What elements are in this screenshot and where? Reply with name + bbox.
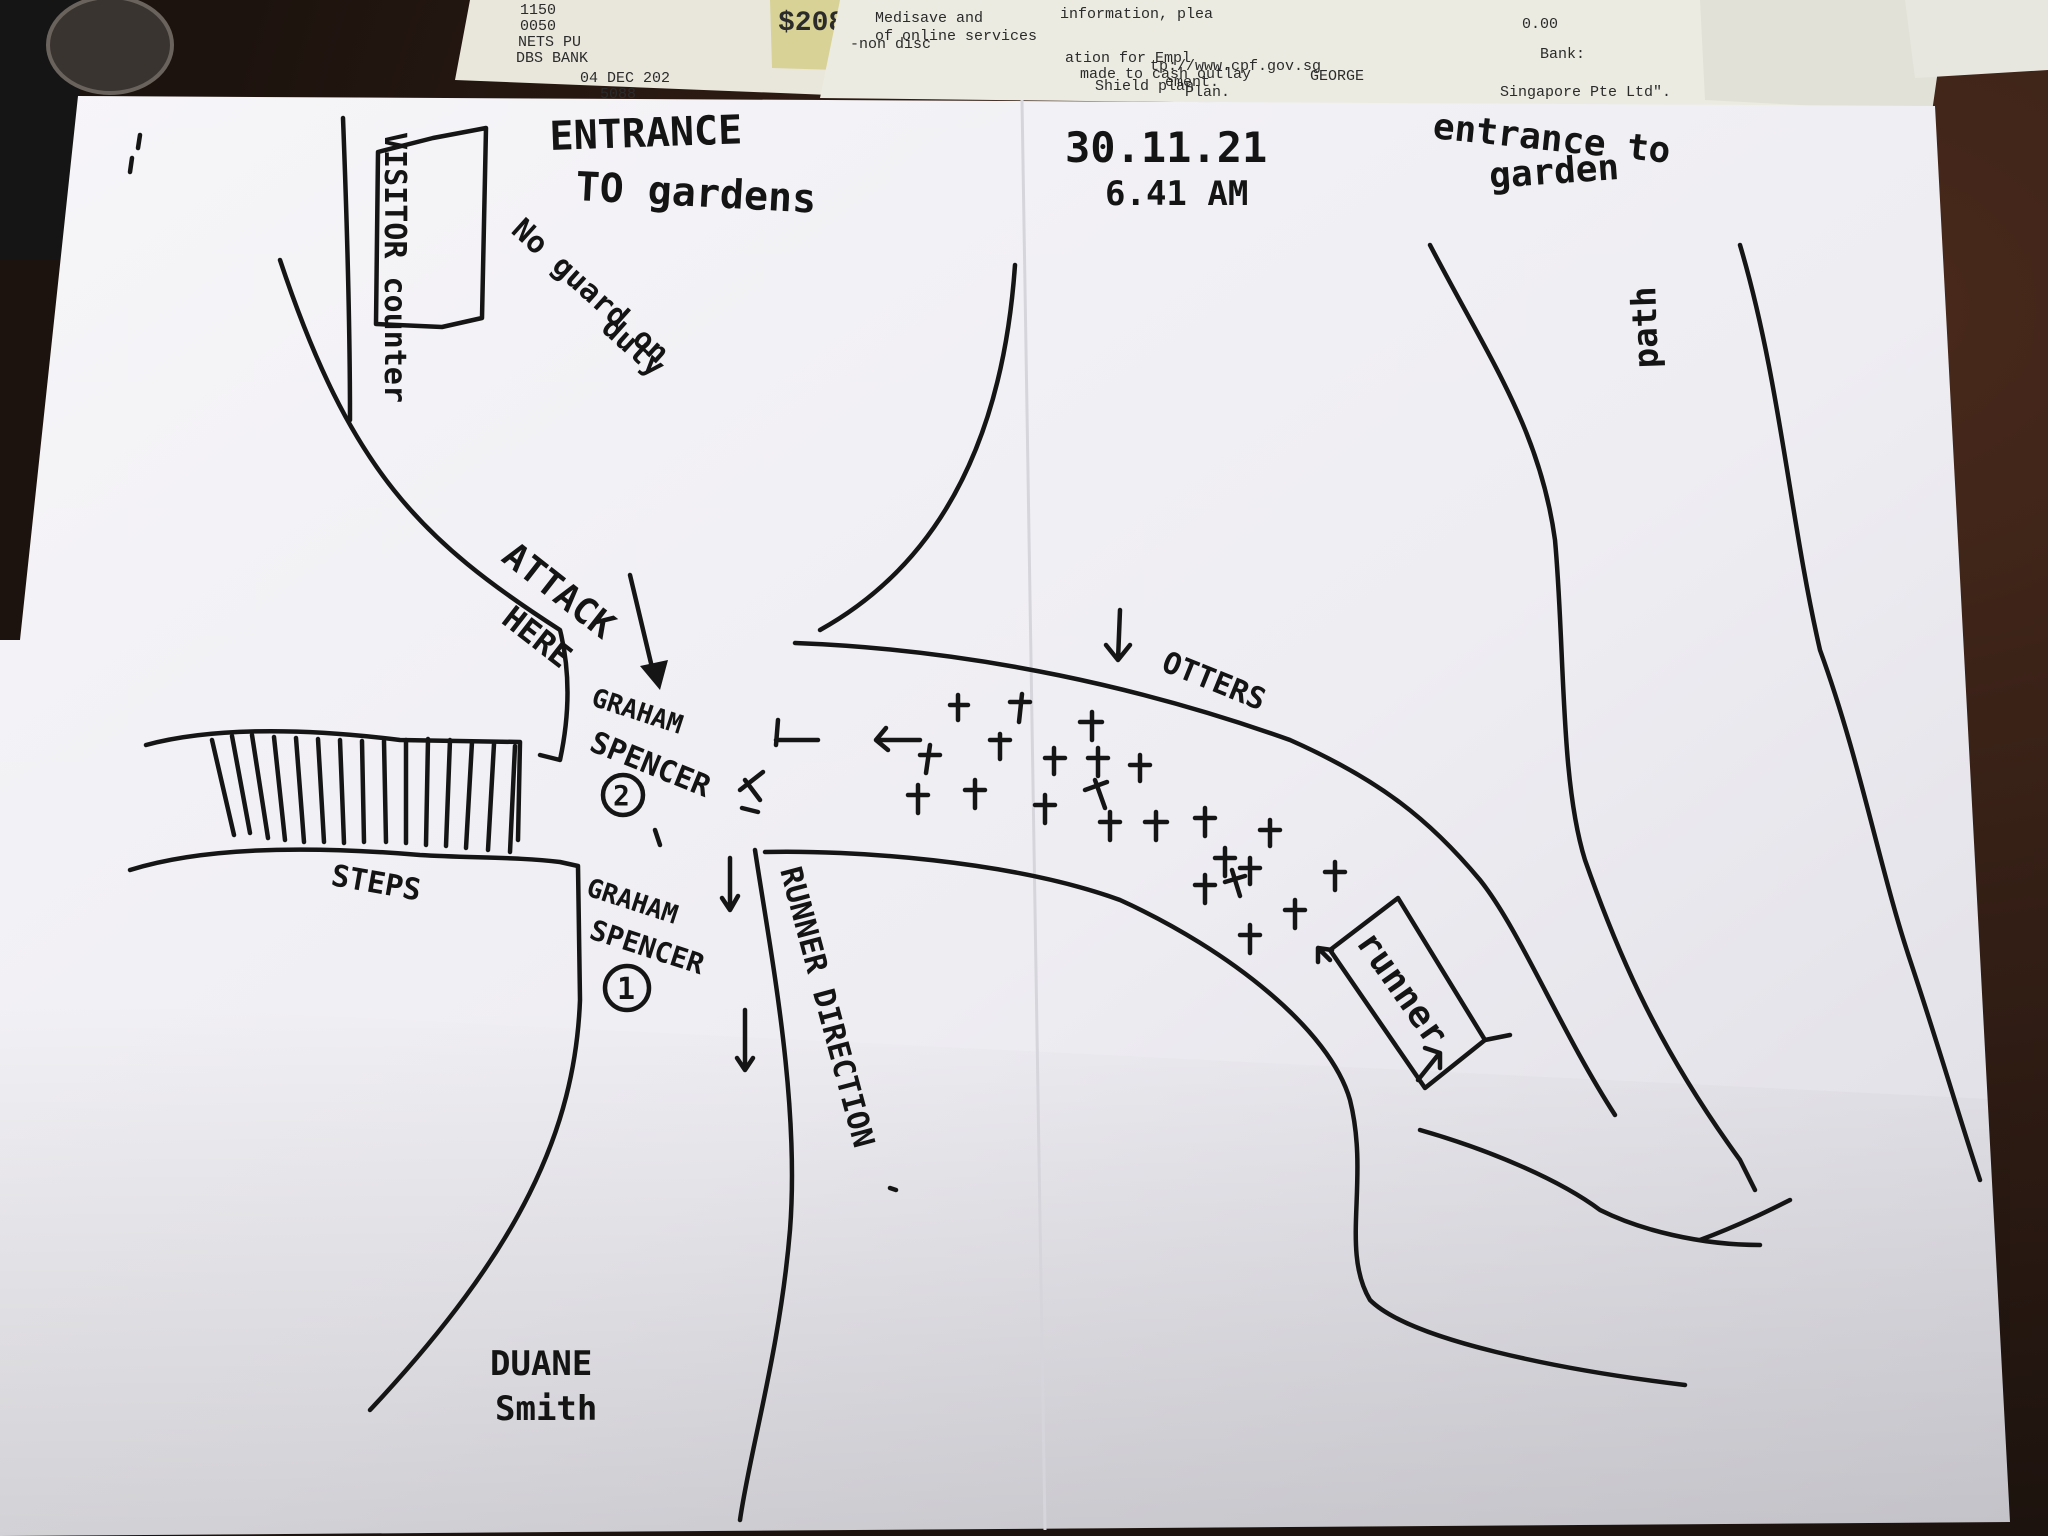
road-edge (737, 847, 795, 1523)
graham-2-number: 2 (613, 779, 630, 812)
time-label: 6.41 AM (1105, 174, 1248, 214)
duane-smith-line1: DUANE (490, 1344, 592, 1384)
path-edge-left-top (340, 115, 353, 423)
receipt-line: 04 DEC 202 (580, 70, 670, 87)
direction-arrow (719, 855, 741, 913)
direction-arrow (737, 769, 766, 815)
receipt-line: Plan. (1185, 84, 1230, 101)
path-edge (277, 257, 570, 763)
visitor-counter-box (373, 125, 489, 330)
direction-arrow (1315, 945, 1335, 965)
direction-arrow (773, 717, 821, 748)
receipt-line: -non disc (850, 36, 931, 53)
pen-mark (127, 132, 143, 175)
receipt-line: NETS PU (518, 34, 581, 51)
receipt-line: Shield plan (1095, 78, 1194, 95)
attack-arrow (627, 572, 658, 683)
direction-arrow (873, 725, 923, 753)
visitor-counter-label: VISITOR counter (377, 132, 412, 403)
receipt-company: Singapore Pte Ltd". (1500, 84, 1671, 101)
attack-arrow-head (640, 660, 668, 690)
pen-mark (887, 1185, 899, 1193)
receipt-stack-right: -non disc Medisave and of online service… (820, 0, 2048, 112)
circle-number-2 (600, 772, 646, 818)
receipt-george: GEORGE (1310, 68, 1364, 85)
path-label: path (1624, 286, 1667, 369)
date-label: 30.11.21 (1065, 123, 1267, 172)
steps-hatching (209, 732, 518, 855)
runner-box-line (1482, 1032, 1513, 1043)
receipt-line: made to cash outlay (1080, 66, 1251, 83)
receipt-line: ement. (1165, 74, 1219, 91)
receipt-line: tp://www.cpf.gov.sg (1150, 58, 1321, 75)
steps-outline (127, 847, 583, 1413)
sketch-map (127, 115, 1983, 1523)
direction-arrow (652, 827, 663, 848)
receipt-line: 0050 (520, 18, 556, 35)
receipt-line: information, plea (1060, 6, 1213, 23)
paper-fold (1020, 99, 1047, 1531)
duane-smith-line2: Smith (495, 1389, 597, 1429)
receipt-line: ation for Empl (1065, 50, 1191, 67)
steps-outline (143, 729, 523, 843)
receipt-line: Medisave and (875, 10, 983, 27)
path-edge (762, 849, 1688, 1388)
entrance-left-line1: ENTRANCE (549, 107, 743, 160)
circle-number-1 (602, 963, 652, 1013)
path-edge (1427, 242, 1758, 1193)
path-edge (817, 262, 1018, 633)
entrance-right-line2: garden (1488, 147, 1621, 197)
receipt-stack-left: 1150 0050 NETS PU DBS BANK 04 DEC 202 50… (455, 0, 850, 103)
cup-rim (46, 0, 174, 95)
receipt-line: 1150 (520, 2, 556, 19)
crowd-crosses (905, 691, 1348, 956)
receipt-value: 0.00 (1522, 16, 1558, 33)
receipt-line: DBS BANK (516, 50, 588, 67)
graham-1-number: 1 (617, 972, 635, 1007)
otters-arrow (1103, 607, 1133, 663)
path-edge (1737, 242, 1983, 1183)
receipt-line: 5088 (600, 86, 636, 103)
path-edge (792, 640, 1618, 1118)
receipt-bank: Bank: (1540, 46, 1585, 63)
path-edge (1697, 1197, 1793, 1243)
paper-shadow (0, 1000, 2010, 1536)
direction-arrow (1415, 1045, 1443, 1083)
direction-arrow (734, 1007, 756, 1073)
receipt-line: of online services (875, 28, 1037, 45)
